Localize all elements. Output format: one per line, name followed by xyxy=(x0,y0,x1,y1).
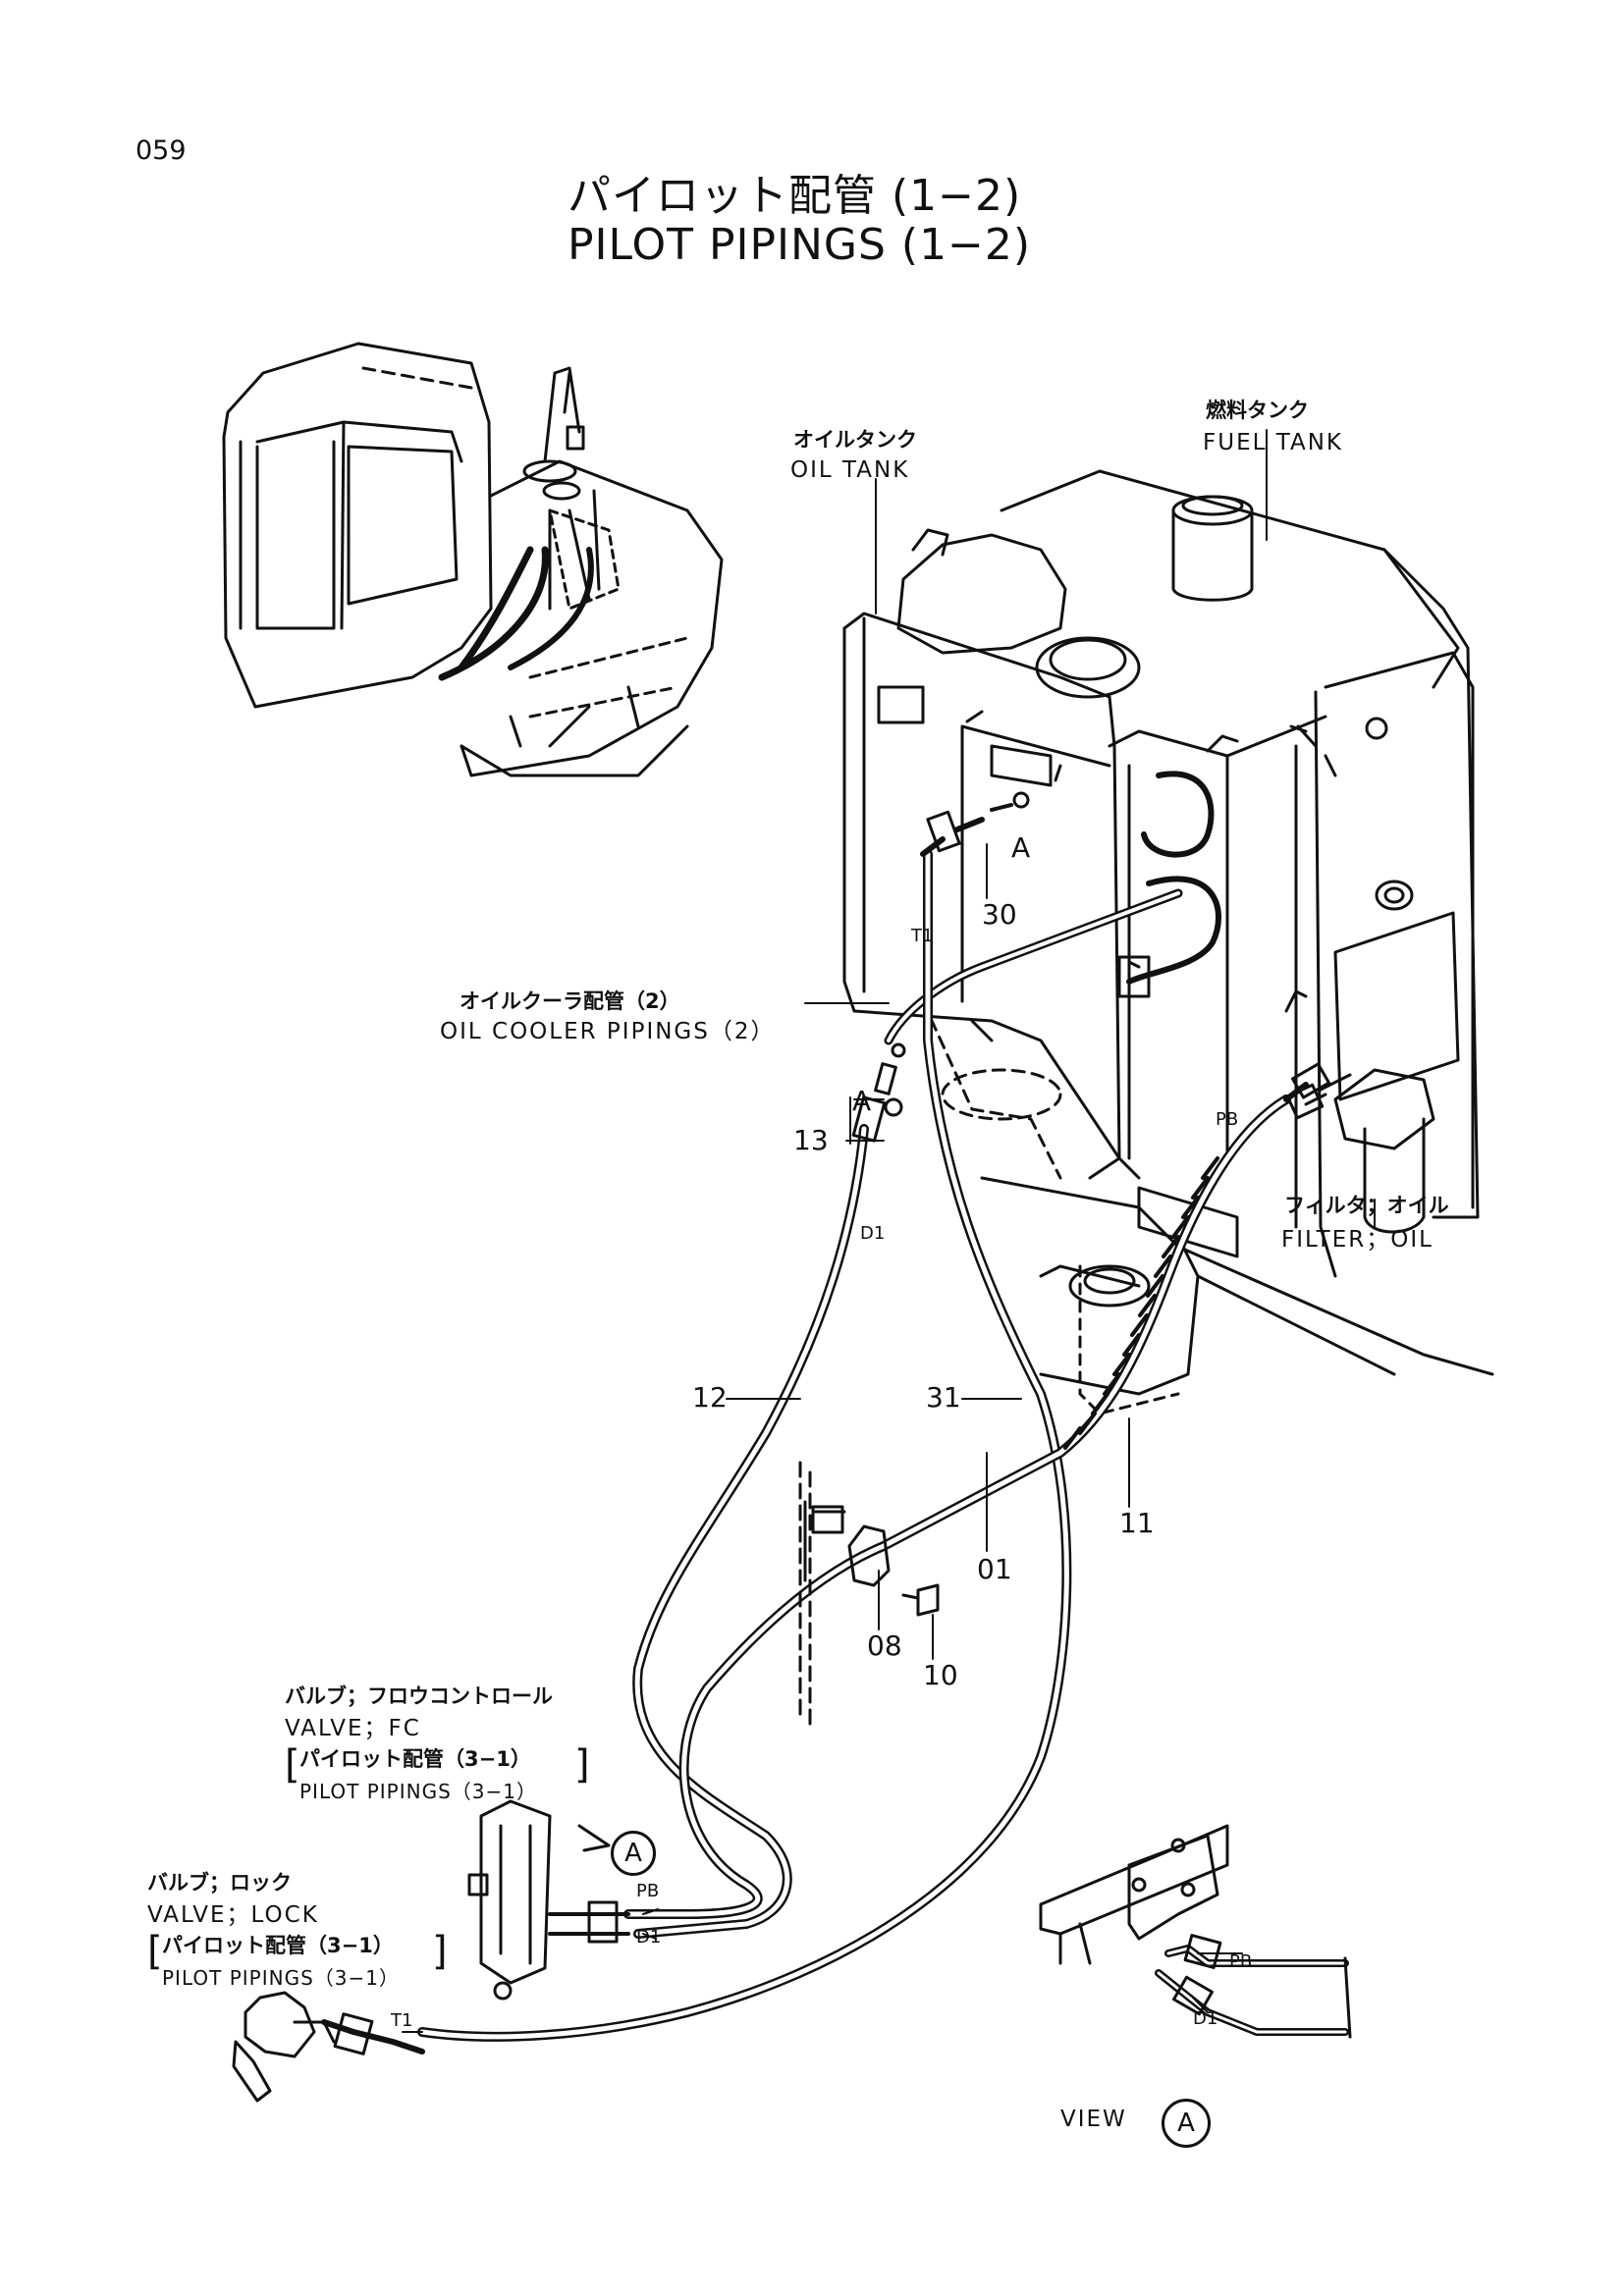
detail-marker-a-upper: A xyxy=(1011,831,1031,864)
part-number-13: 13 xyxy=(793,1124,829,1156)
valve-fc-sketch xyxy=(467,1799,630,2001)
valve-lock-ref-bracket-left: [ xyxy=(147,1929,163,1974)
part-number-12: 12 xyxy=(692,1381,728,1414)
tank-assembly-sketch xyxy=(842,469,1494,1415)
part-number-10: 10 xyxy=(923,1659,958,1691)
filter-label-en: FILTER；OIL xyxy=(1281,1227,1434,1253)
valve-fc-ref-bracket-right: ] xyxy=(574,1742,590,1788)
port-tag-t1-tank: T1 xyxy=(911,926,934,946)
title-english: PILOT PIPINGS (1−2) xyxy=(568,220,1032,270)
valve-fc-ref-en: PILOT PIPINGS（3−1） xyxy=(299,1780,537,1803)
valve-lock-label-en: VALVE；LOCK xyxy=(147,1902,319,1928)
view-label: VIEW xyxy=(1060,2107,1127,2132)
valve-lock-ref-en: PILOT PIPINGS（3−1） xyxy=(162,1966,400,1990)
valve-lock-label-jp: バルブ；ロック xyxy=(147,1871,292,1895)
fuel-tank-label-jp: 燃料タンク xyxy=(1206,399,1309,422)
valve-lock-ref-bracket-right: ] xyxy=(432,1929,448,1974)
port-tag-pb-view-a: PB xyxy=(1229,1951,1253,1972)
oil-tank-label-en: OIL TANK xyxy=(790,457,910,483)
port-tag-d1-view-a: D1 xyxy=(1193,2008,1218,2029)
leader-lines xyxy=(402,429,1376,2033)
port-tag-d1-hose12: D1 xyxy=(860,1223,886,1244)
port-tag-pb-filter: PB xyxy=(1216,1109,1239,1130)
filter-label-jp: フィルタ；オイル xyxy=(1284,1194,1449,1217)
detail-marker-a-circle-fc: A xyxy=(611,1831,656,1876)
part-number-30: 30 xyxy=(982,898,1017,931)
title-japanese: パイロット配管 (1−2) xyxy=(568,171,1022,221)
valve-fc-ref-bracket-left: [ xyxy=(285,1742,300,1788)
part-number-11: 11 xyxy=(1119,1507,1155,1539)
view-marker-a: A xyxy=(1162,2099,1211,2148)
part-number-01: 01 xyxy=(977,1553,1012,1585)
oil-cooler-label-jp: オイルクーラ配管（2） xyxy=(460,989,680,1013)
hose-routing xyxy=(417,791,1330,2042)
oil-cooler-label-en: OIL COOLER PIPINGS（2） xyxy=(440,1019,776,1044)
view-a-detail-sketch xyxy=(1039,1824,1352,2039)
detail-marker-a-lower: A xyxy=(852,1085,872,1117)
port-tag-d1-valve-fc: D1 xyxy=(636,1927,662,1948)
port-tag-t1-valve-lock: T1 xyxy=(391,2010,413,2031)
part-number-08: 08 xyxy=(867,1629,902,1662)
valve-lock-sketch xyxy=(232,1991,425,2103)
page-number: 059 xyxy=(135,135,187,166)
oil-tank-label-jp: オイルタンク xyxy=(793,428,917,452)
valve-lock-ref-jp: パイロット配管（3−1） xyxy=(162,1934,394,1957)
valve-fc-ref-jp: パイロット配管（3−1） xyxy=(299,1747,531,1771)
port-tag-pb-valve-fc: PB xyxy=(636,1881,660,1901)
excavator-overview-sketch xyxy=(222,342,724,777)
valve-fc-label-en: VALVE；FC xyxy=(285,1716,421,1741)
fuel-tank-label-en: FUEL TANK xyxy=(1203,430,1344,455)
valve-fc-label-jp: バルブ；フロウコントロール xyxy=(285,1684,553,1708)
part-number-31: 31 xyxy=(926,1381,961,1414)
